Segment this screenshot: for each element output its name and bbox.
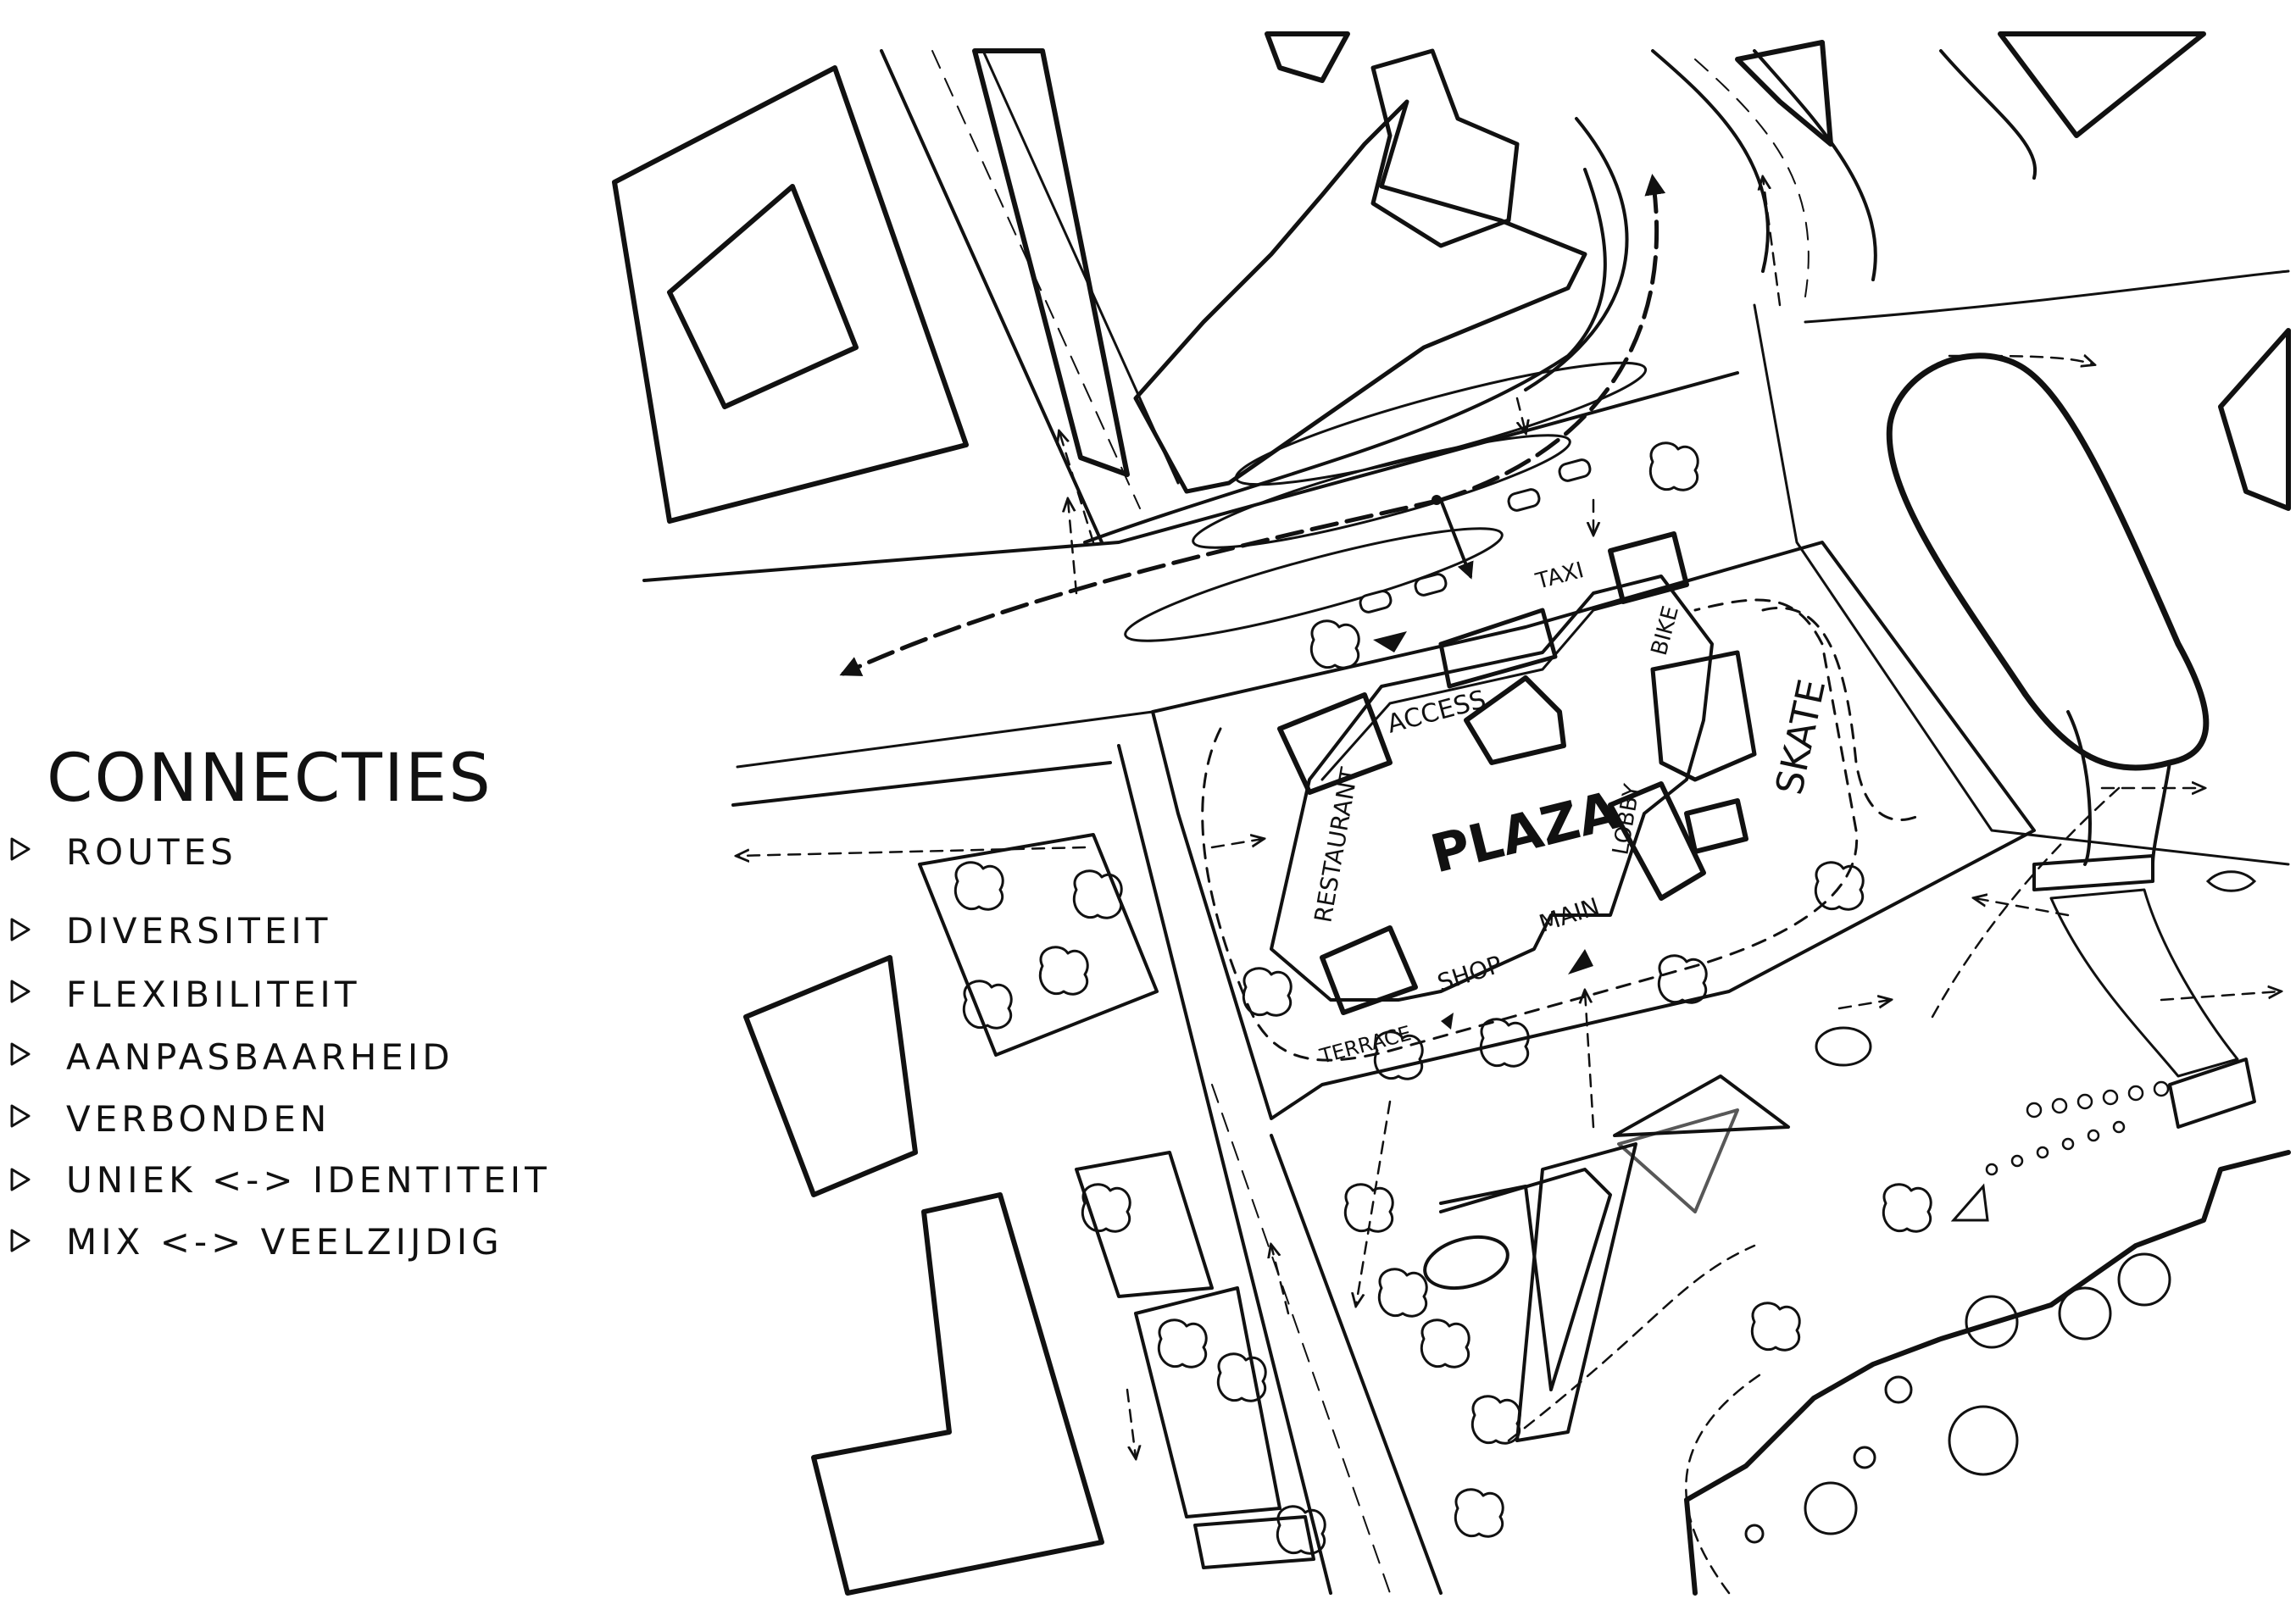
tree — [1752, 1303, 1799, 1350]
triangle-bullet-icon — [12, 1230, 29, 1251]
legend-item-6: UNIEK <-> IDENTITEIT — [12, 1159, 551, 1201]
label-terrace: TERRACE — [1316, 1021, 1414, 1069]
main-routes — [843, 178, 1657, 674]
tree — [1421, 1320, 1469, 1367]
building-west-south — [814, 1195, 1102, 1593]
legend-item-label: MIX <-> VEELZIJDIG — [66, 1221, 503, 1263]
triangle-bullet-icon — [12, 1106, 29, 1126]
tree — [1883, 1185, 1931, 1231]
label-main: MAIN — [1536, 892, 1603, 938]
tree-row — [1987, 1082, 2168, 1174]
tree — [1650, 443, 1698, 490]
eye-icon — [2208, 872, 2254, 891]
park-block-south — [1441, 1076, 1788, 1441]
tree — [1455, 1490, 1503, 1536]
tree — [1074, 871, 1121, 918]
tree — [1040, 947, 1087, 994]
tree — [1659, 956, 1706, 1002]
triangle-marker-icon — [1568, 949, 1593, 974]
triangle-marker-icon — [1954, 1186, 1987, 1220]
legend-item-label: ROUTES — [66, 831, 237, 873]
triangle-marker-icon — [1441, 1013, 1454, 1030]
bridge — [2034, 712, 2254, 1127]
legend-item-7: MIX <-> VEELZIJDIG — [12, 1221, 503, 1263]
tree — [1379, 1269, 1426, 1316]
legend-item-4: AANPASBAARHEID — [12, 1036, 454, 1078]
building-east-edge — [1737, 34, 2288, 508]
tree — [1159, 1320, 1206, 1367]
label-plaza: PLAZA — [1425, 779, 1626, 885]
building-north-strip — [975, 51, 1127, 475]
building-east-oval — [1889, 356, 2206, 768]
triangle-bullet-icon — [12, 981, 29, 1002]
triangle-bullet-icon — [12, 919, 29, 940]
label-bike: BIKE — [1647, 603, 1684, 658]
legend-item-3: FLEXIBILITEIT — [12, 974, 360, 1015]
triangle-marker-icon — [1373, 631, 1407, 652]
label-shop: SHOP — [1434, 950, 1505, 997]
label-skate: SKATE — [1768, 675, 1834, 798]
triangle-bullet-icon — [12, 1044, 29, 1064]
legend-item-2: DIVERSITEIT — [12, 910, 331, 952]
plaza-building-access-dotted — [1441, 610, 1555, 686]
park-block-southwest — [1076, 1152, 1314, 1568]
grid-building — [1136, 51, 1585, 491]
building-northwest — [614, 68, 966, 521]
legend: CONNECTIES ROUTES DIVERSITEIT FLEXIBILIT… — [12, 741, 551, 1263]
legend-item-label: FLEXIBILITEIT — [66, 974, 360, 1015]
legend-item-label: UNIEK <-> IDENTITEIT — [66, 1159, 551, 1201]
triangle-bullet-icon — [12, 1169, 29, 1190]
legend-item-1: ROUTES — [12, 831, 237, 873]
building-north-small — [1267, 34, 1348, 80]
legend-item-label: VERBONDEN — [66, 1098, 331, 1140]
building-west-middle — [746, 958, 915, 1195]
label-taxi: TAXI — [1532, 558, 1587, 595]
park-block-west — [920, 835, 1157, 1055]
tree — [1243, 969, 1291, 1015]
tree — [1311, 621, 1359, 668]
legend-item-label: AANPASBAARHEID — [66, 1036, 454, 1078]
tree — [955, 863, 1003, 909]
legend-item-label: DIVERSITEIT — [66, 910, 331, 952]
tree — [964, 981, 1011, 1028]
legend-title: CONNECTIES — [47, 741, 492, 817]
trees — [955, 443, 1931, 1553]
legend-item-5: VERBONDEN — [12, 1098, 331, 1140]
triangle-bullet-icon — [12, 839, 29, 859]
